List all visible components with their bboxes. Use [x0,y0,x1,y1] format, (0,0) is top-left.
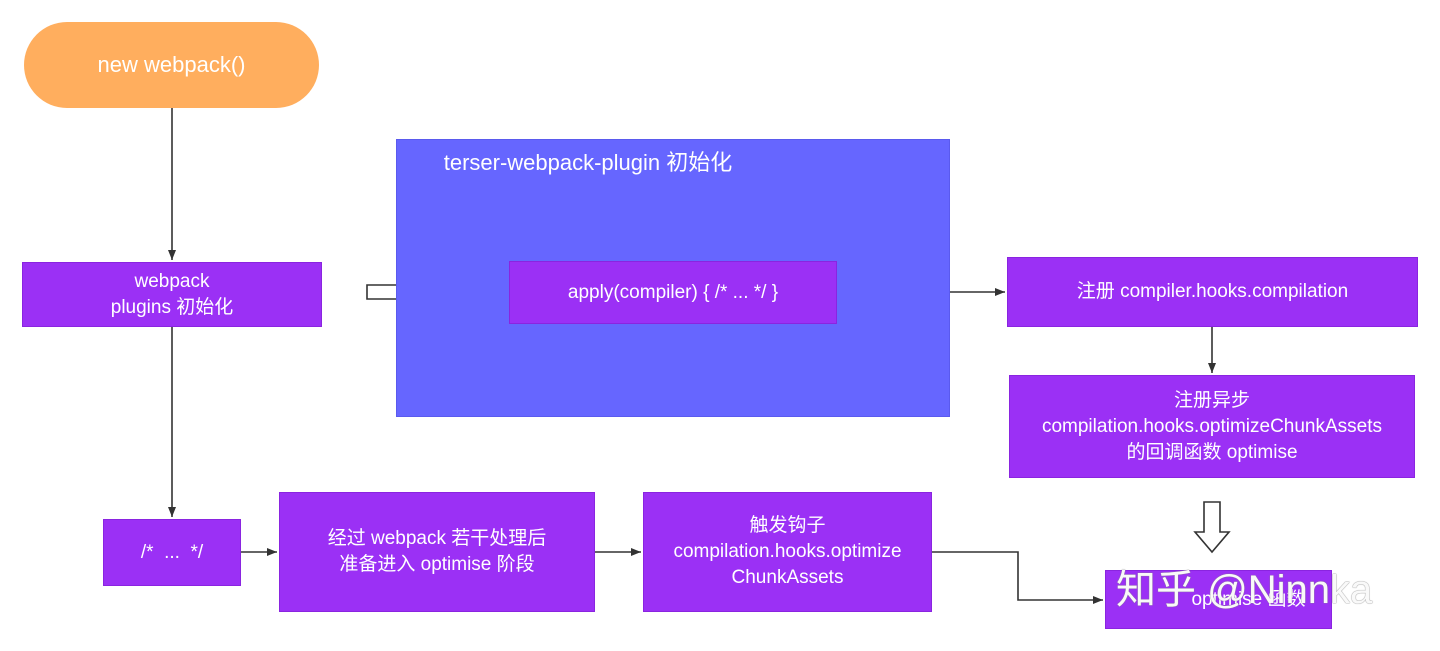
apply-compiler-label: apply(compiler) { /* ... */ } [567,281,779,303]
register-async-node: 注册异步 compilation.hooks.optimizeChunkAsse… [1009,375,1415,478]
hollow-arrow-down-icon [1193,501,1231,554]
webpack-processing-label-1: 经过 webpack 若干处理后 [327,528,547,549]
plugins-init-label-2: plugins 初始化 [110,296,234,318]
plugins-init-node: webpack plugins 初始化 [22,262,322,327]
plugins-init-label-1: webpack [134,270,210,292]
ellipsis-label: /* ... */ [140,541,204,563]
optimise-function-node: optimise 函数 [1105,570,1332,629]
apply-compiler-node: apply(compiler) { /* ... */ } [509,261,837,324]
trigger-hook-label-3: ChunkAssets [731,567,844,588]
trigger-hook-label-1: 触发钩子 [749,515,826,536]
watermark: 知乎 @Ninnka [1116,568,1373,612]
register-async-label-2: compilation.hooks.optimizeChunkAssets [1041,415,1383,437]
register-async-label-3: 的回调函数 optimise [1126,441,1298,463]
start-label: new webpack() [97,52,246,77]
register-compilation-label: 注册 compiler.hooks.compilation [1076,281,1349,302]
start-node: new webpack() [24,22,319,108]
terser-plugin-group-title: terser-webpack-plugin 初始化 [443,150,733,175]
register-compilation-node: 注册 compiler.hooks.compilation [1007,257,1418,327]
optimise-function-label: optimise 函数 [1191,588,1306,610]
connector-trigger-to-optimise [932,551,1103,604]
webpack-processing-label-2: 准备进入 optimise 阶段 [339,554,535,575]
webpack-processing-node: 经过 webpack 若干处理后 准备进入 optimise 阶段 [279,492,595,612]
trigger-hook-label-2: compilation.hooks.optimize [673,541,902,562]
ellipsis-node: /* ... */ [103,519,241,586]
register-async-label-1: 注册异步 [1173,389,1250,411]
trigger-hook-node: 触发钩子 compilation.hooks.optimize ChunkAss… [643,492,932,612]
